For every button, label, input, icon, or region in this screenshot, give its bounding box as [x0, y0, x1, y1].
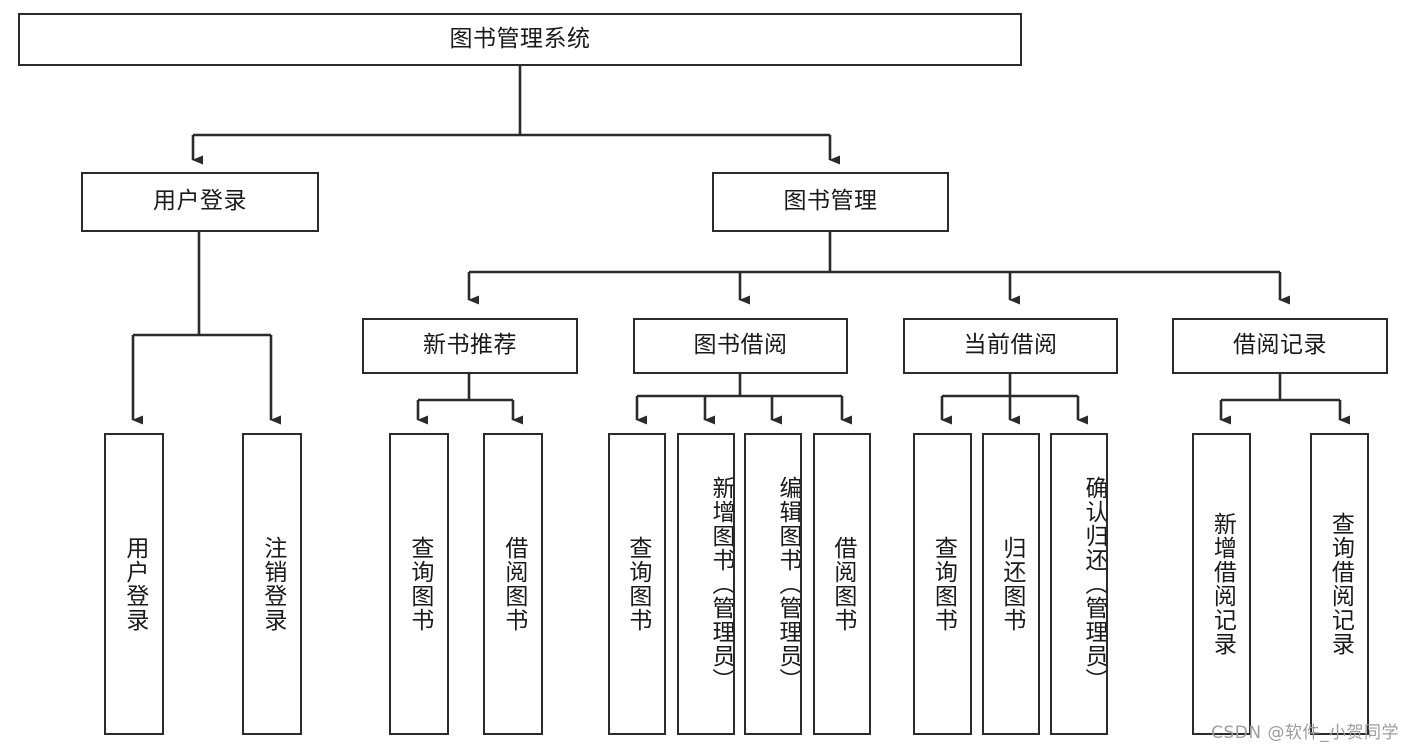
node-book-management[interactable]: 图书管理: [712, 172, 949, 232]
node-label: 用户登录: [153, 188, 247, 215]
node-leaf-edit-book-admin[interactable]: 编辑图书（管理员）: [744, 433, 802, 735]
node-label: 编辑图书（管理员）: [775, 476, 801, 692]
node-label: 确认归还（管理员）: [1081, 476, 1107, 692]
node-label: 查询借阅记录: [1327, 512, 1354, 656]
node-label: 借阅图书: [500, 536, 527, 632]
node-label: 注销登录: [259, 536, 286, 632]
node-label: 新增借阅记录: [1209, 512, 1236, 656]
node-label: 归还图书: [998, 536, 1025, 632]
node-leaf-logout[interactable]: 注销登录: [242, 433, 302, 735]
node-label: 借阅记录: [1233, 332, 1327, 359]
node-label: 查询图书: [624, 536, 651, 632]
node-label: 图书管理: [783, 188, 878, 215]
node-label: 借阅图书: [829, 536, 856, 632]
node-borrow-record[interactable]: 借阅记录: [1172, 318, 1388, 374]
watermark-text: CSDN @软件_小贺同学: [1211, 723, 1399, 743]
node-book-borrow[interactable]: 图书借阅: [633, 318, 848, 374]
node-leaf-query-book-borrow[interactable]: 查询图书: [608, 433, 666, 735]
node-user-login[interactable]: 用户登录: [81, 172, 319, 232]
node-leaf-confirm-return-admin[interactable]: 确认归还（管理员）: [1050, 433, 1108, 735]
node-label: 当前借阅: [963, 332, 1058, 359]
node-leaf-borrow-book-recommend[interactable]: 借阅图书: [483, 433, 543, 735]
node-leaf-return-book[interactable]: 归还图书: [982, 433, 1040, 735]
node-label: 查询图书: [406, 536, 433, 632]
node-leaf-query-book-current[interactable]: 查询图书: [913, 433, 972, 735]
node-leaf-add-borrow-record[interactable]: 新增借阅记录: [1192, 433, 1251, 735]
node-leaf-query-book-recommend[interactable]: 查询图书: [389, 433, 449, 735]
node-leaf-add-book-admin[interactable]: 新增图书（管理员）: [677, 433, 735, 735]
node-label: 用户登录: [121, 536, 148, 632]
node-leaf-query-borrow-record[interactable]: 查询借阅记录: [1310, 433, 1369, 735]
node-label: 图书管理系统: [449, 25, 591, 52]
node-label: 新增图书（管理员）: [708, 476, 734, 692]
node-leaf-user-login[interactable]: 用户登录: [104, 433, 164, 735]
node-label: 图书借阅: [693, 332, 788, 359]
node-leaf-borrow-book[interactable]: 借阅图书: [813, 433, 871, 735]
node-label: 查询图书: [930, 536, 957, 632]
node-current-borrow[interactable]: 当前借阅: [903, 318, 1118, 374]
node-label: 新书推荐: [423, 332, 517, 359]
node-root-system[interactable]: 图书管理系统: [18, 13, 1022, 66]
node-new-book-recommend[interactable]: 新书推荐: [362, 318, 578, 374]
